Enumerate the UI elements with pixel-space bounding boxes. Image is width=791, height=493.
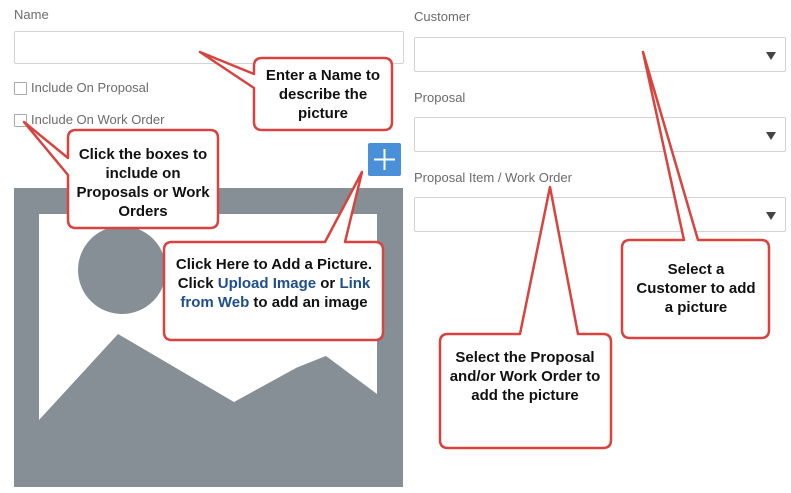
checkbox-callout-text: Click the boxes to include on Proposals …: [76, 146, 210, 220]
proposal-item-work-order-select[interactable]: [414, 197, 786, 232]
proposal-label: Proposal: [414, 90, 466, 105]
add-hint-part: or: [316, 275, 340, 292]
name-input[interactable]: [14, 31, 404, 64]
include-on-proposal-checkbox[interactable]: [14, 82, 27, 95]
include-on-work-order-label: Include On Work Order: [31, 112, 165, 127]
add-picture-callout-text: Click Here to Add a Picture. Click Uploa…: [170, 255, 378, 312]
proposal-callout-text: Select the Proposal and/or Work Order to…: [449, 349, 601, 404]
customer-callout-text: Select a Customer to add a picture: [636, 261, 756, 316]
add-hint-part: to add an image: [249, 294, 368, 311]
caret-down-icon: [766, 52, 776, 60]
customer-select[interactable]: [414, 37, 786, 72]
caret-down-icon: [766, 132, 776, 140]
caret-down-icon: [766, 212, 776, 220]
name-label: Name: [14, 7, 49, 22]
add-hint-part: Click Here to Add a Picture. Click: [175, 256, 373, 292]
upload-image-text: Upload Image: [217, 275, 317, 292]
plus-icon: [374, 149, 395, 170]
image-placeholder-icon: [14, 188, 403, 487]
customer-label: Customer: [414, 9, 471, 24]
add-picture-button[interactable]: [368, 143, 401, 176]
name-callout-text: Enter a Name to describe the picture: [265, 67, 381, 122]
include-on-proposal-label: Include On Proposal: [31, 80, 149, 95]
link-from-web-text: Link from Web: [180, 275, 371, 311]
proposal-item-work-order-label: Proposal Item / Work Order: [414, 170, 572, 185]
proposal-select[interactable]: [414, 117, 786, 152]
include-on-work-order-checkbox[interactable]: [14, 114, 27, 127]
